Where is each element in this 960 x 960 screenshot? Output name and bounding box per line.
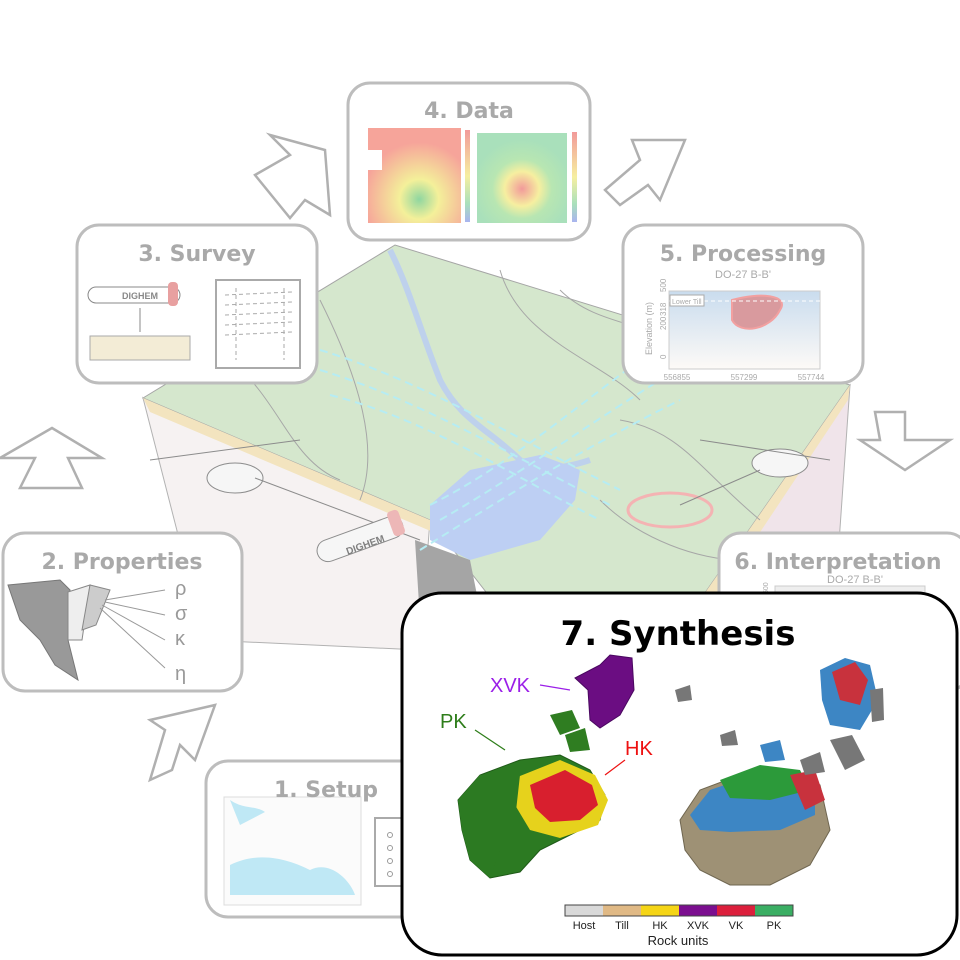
xvk-label: XVK (490, 675, 531, 697)
step-processing[interactable]: 5. Processing DO-27 B-B' Lower Till Elev… (621, 223, 865, 385)
setup-lakes (230, 800, 355, 895)
step-properties-title: 2. Properties (41, 550, 202, 575)
step-data-title: 4. Data (424, 99, 514, 124)
legend-swatch-vk (717, 905, 755, 916)
processing-anomaly (731, 294, 783, 330)
processing-ylabel: Elevation (m) (644, 302, 654, 355)
legend-title: Rock units (648, 933, 709, 948)
property-symbol: κ (175, 628, 186, 650)
arrow-properties-to-survey (0, 426, 107, 490)
survey-bird (87, 286, 181, 304)
property-symbol: ρ (175, 578, 186, 600)
step-properties[interactable]: 2. Properties ρ σ κ η (1, 531, 244, 693)
arrow-data-to-processing (603, 138, 687, 207)
legend-border (564, 904, 794, 917)
legend-swatch-till (603, 905, 641, 916)
property-symbol: σ (175, 603, 188, 625)
step-setup-title: 1. Setup (274, 778, 378, 803)
legend-label-xvk: XVK (687, 920, 710, 932)
arrow-survey-to-data (253, 132, 332, 220)
rock-units-legend: Host Till HK XVK VK PK (564, 904, 794, 932)
legend-swatch-pk (755, 905, 793, 916)
step-data[interactable]: 4. Data (346, 81, 592, 242)
lake (430, 455, 580, 560)
step-setup[interactable]: 1. Setup (204, 759, 448, 919)
processing-ytick: 318 (659, 302, 668, 316)
step-survey-title: 3. Survey (138, 242, 255, 267)
legend-swatch-host (565, 905, 603, 916)
processing-xtick: 557299 (731, 373, 758, 382)
synthesis-model-right (675, 658, 884, 886)
target-anomaly-ring (626, 491, 714, 529)
processing-ytick: 0 (659, 354, 668, 359)
data-colorbar-1 (465, 130, 470, 222)
processing-plot-title: DO-27 B-B' (715, 269, 771, 281)
hk-pointer (604, 759, 626, 776)
arrow-processing-to-interpretation (855, 410, 955, 472)
hk-label: HK (625, 738, 653, 760)
pk-label: PK (440, 711, 467, 733)
arrow-setup-to-properties (146, 703, 217, 783)
step-synthesis-title: 7. Synthesis (561, 614, 796, 654)
till-layer (143, 398, 440, 535)
properties-rock-sample (7, 579, 79, 682)
data-colorbar-2 (572, 132, 577, 222)
property-symbol: η (175, 663, 186, 685)
interpretation-plot-title: DO-27 B-B' (827, 574, 883, 586)
xvk-pointer (539, 684, 571, 691)
legend-label-hk: HK (652, 920, 668, 932)
processing-ytick: 200 (659, 316, 668, 330)
synthesis-model-left (457, 654, 635, 879)
helicopter-left (149, 439, 421, 541)
helicopter-right (679, 439, 831, 506)
processing-xtick: 556855 (664, 373, 691, 382)
step-survey[interactable]: 3. Survey DIGHEM (75, 223, 319, 385)
data-map-1 (368, 128, 461, 223)
flight-lines (319, 349, 681, 551)
legend-label-host: Host (573, 920, 596, 932)
interpretation-ytick: 500 (763, 582, 770, 594)
processing-xtick: 557744 (798, 373, 825, 382)
step-interpretation-title: 6. Interpretation (734, 550, 941, 575)
legend-swatch-xvk (679, 905, 717, 916)
survey-grid (215, 279, 301, 369)
step-processing-title: 5. Processing (660, 242, 827, 267)
pk-pointer (474, 729, 506, 751)
legend-label-till: Till (615, 920, 629, 932)
survey-ground (89, 335, 191, 361)
legend-label-vk: VK (729, 920, 744, 932)
legend-label-pk: PK (767, 920, 782, 932)
survey-instrument-label: DIGHEM (122, 291, 158, 301)
processing-annotation: Lower Till (672, 299, 702, 306)
legend-swatch-hk (641, 905, 679, 916)
data-map-2 (477, 133, 567, 223)
step-synthesis[interactable]: 7. Synthesis XVK PK HK (400, 591, 959, 957)
processing-ytick: 500 (659, 278, 668, 292)
